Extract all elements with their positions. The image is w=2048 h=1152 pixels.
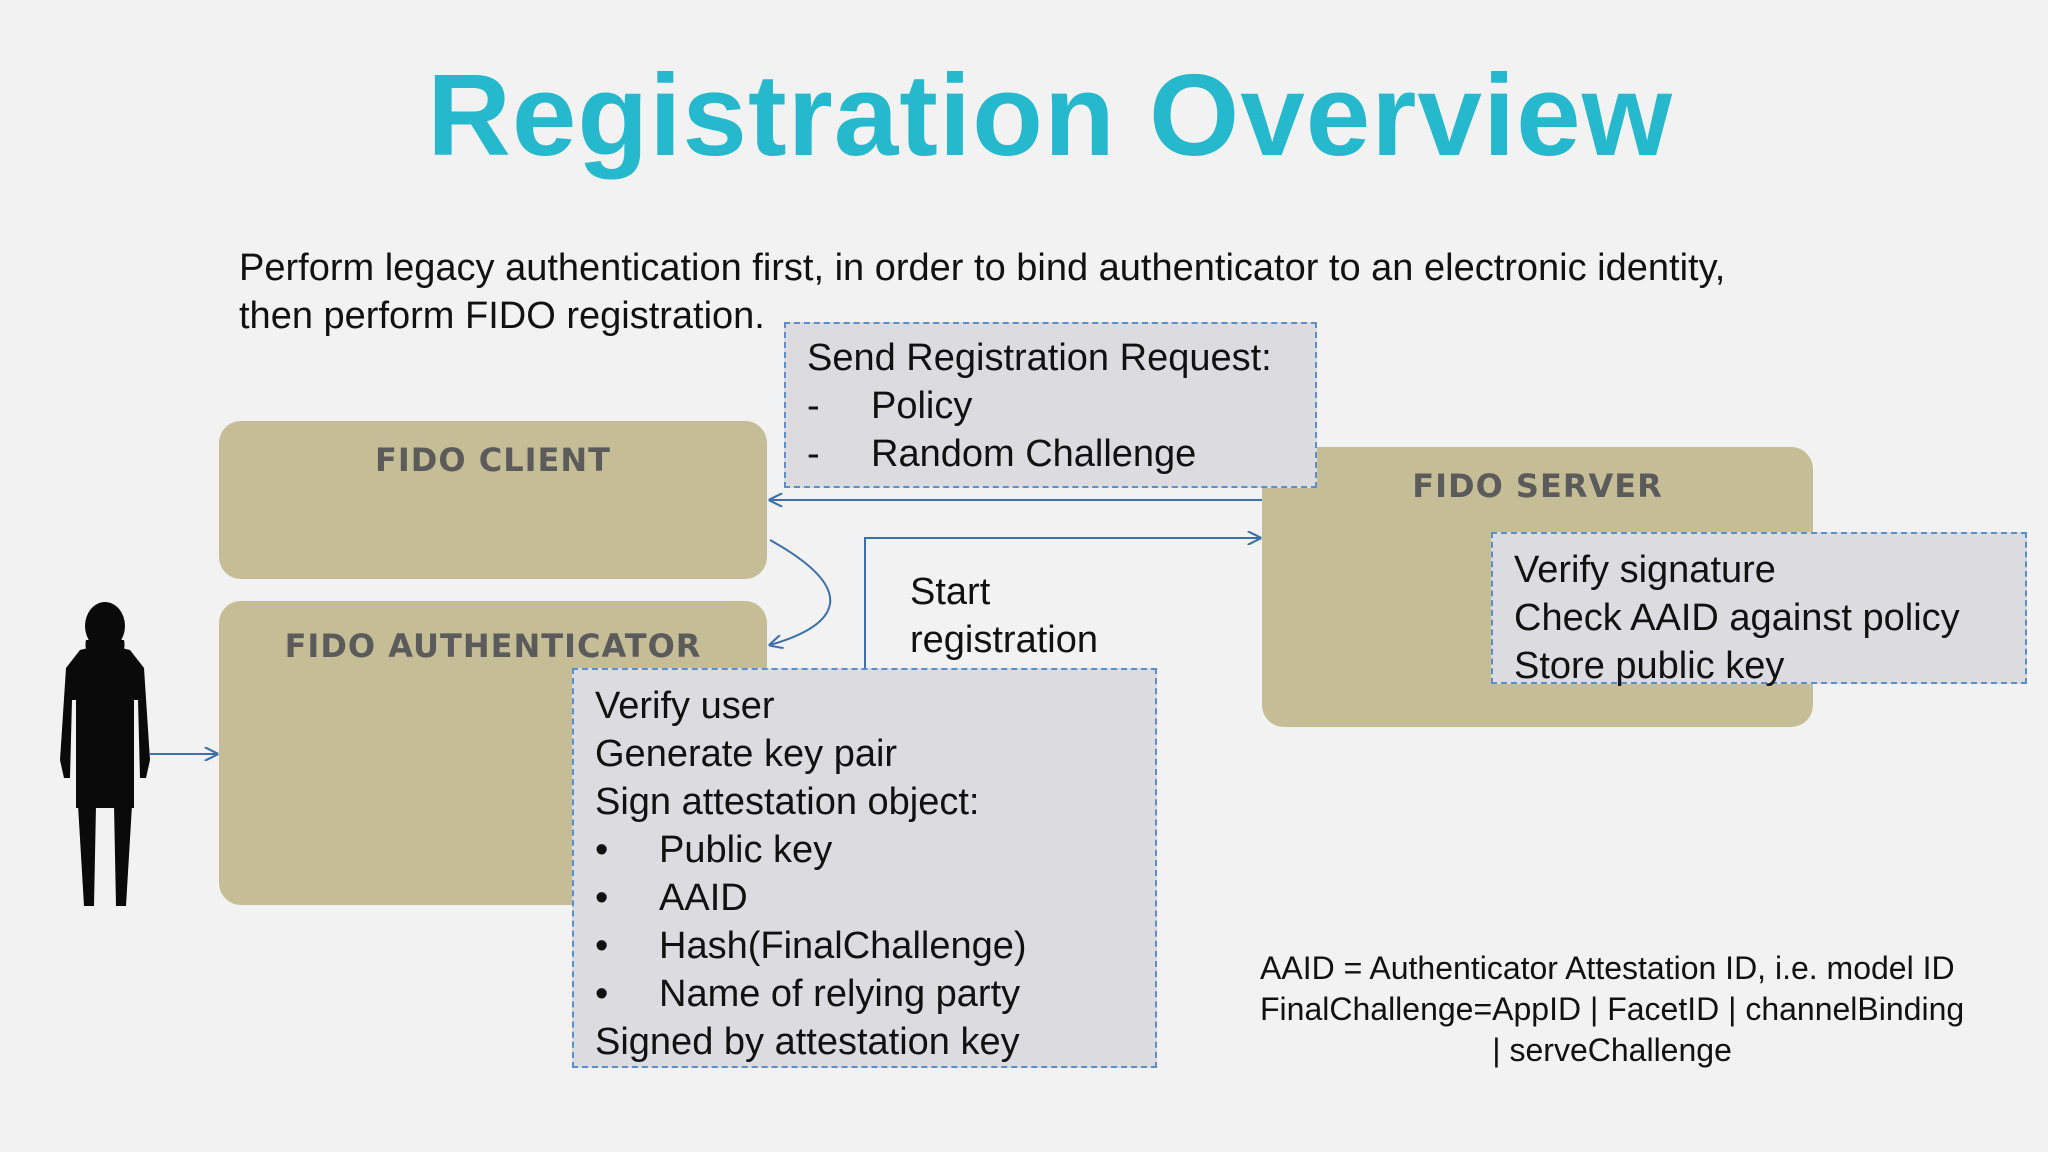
server-note-line: Verify signature	[1514, 549, 1776, 591]
user-figure-icon	[60, 602, 150, 906]
request-item: - Random Challenge	[807, 433, 1197, 475]
intro-line-1: Perform legacy authentication first, in …	[239, 247, 1726, 289]
start-registration-label: Start registration	[910, 568, 1098, 664]
definitions-footnote: AAID = Authenticator Attestation ID, i.e…	[1260, 948, 1964, 1071]
footnote-line-1: AAID = Authenticator Attestation ID, i.e…	[1260, 950, 1955, 986]
intro-line-2: then perform FIDO registration.	[239, 295, 765, 337]
start-line-1: Start	[910, 571, 991, 613]
fido-server-title: FIDO SERVER	[1412, 467, 1663, 505]
attestation-bullet: • Name of relying party	[595, 973, 1021, 1015]
auth-note-line: Verify user	[595, 685, 775, 727]
attestation-bullet: • Public key	[595, 829, 833, 871]
authenticator-to-server-arrow	[864, 538, 1260, 670]
server-note-line: Check AAID against policy	[1514, 597, 1960, 639]
intro-text: Perform legacy authentication first, in …	[239, 244, 1939, 340]
authenticator-steps-note: Verify user Generate key pair Sign attes…	[572, 668, 1157, 1068]
fido-client-box: FIDO CLIENT	[219, 421, 767, 579]
registration-request-note: Send Registration Request: - Policy - Ra…	[784, 322, 1317, 488]
auth-note-line: Generate key pair	[595, 733, 898, 775]
attestation-bullet: • AAID	[595, 877, 748, 919]
footnote-line-3: | serveChallenge	[1492, 1032, 1732, 1068]
request-item: - Policy	[807, 385, 973, 427]
request-heading: Send Registration Request:	[807, 337, 1272, 379]
fido-authenticator-title: FIDO AUTHENTICATOR	[284, 627, 702, 665]
attestation-bullet: • Hash(FinalChallenge)	[595, 925, 1027, 967]
footnote-line-2: FinalChallenge=AppID | FacetID | channel…	[1260, 991, 1965, 1027]
start-line-2: registration	[910, 619, 1098, 661]
server-note-line: Store public key	[1514, 645, 1785, 687]
client-to-authenticator-arrow	[770, 539, 832, 645]
fido-client-title: FIDO CLIENT	[375, 441, 611, 479]
server-verification-note: Verify signature Check AAID against poli…	[1491, 532, 2027, 687]
auth-note-line: Sign attestation object:	[595, 781, 980, 823]
auth-note-footer: Signed by attestation key	[595, 1021, 1020, 1063]
slide-title: Registration Overview	[427, 50, 1673, 180]
